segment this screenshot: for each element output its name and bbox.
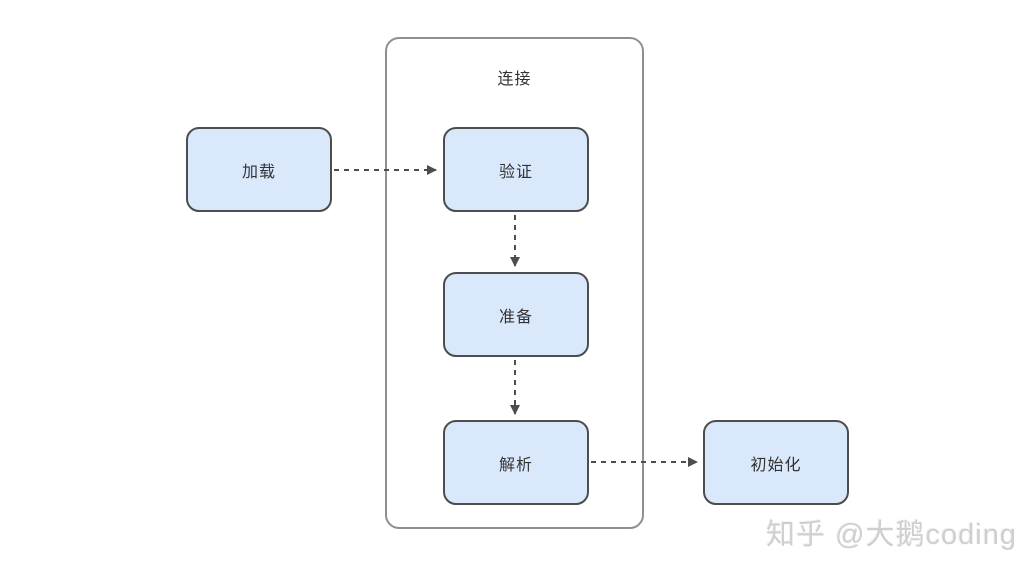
group-connect-title: 连接 bbox=[497, 71, 532, 88]
node-prepare: 准备 bbox=[443, 272, 589, 357]
node-load: 加载 bbox=[186, 127, 332, 212]
node-verify: 验证 bbox=[443, 127, 589, 212]
watermark: 知乎 @大鹅coding bbox=[766, 519, 1017, 551]
node-init: 初始化 bbox=[703, 420, 849, 505]
node-parse: 解析 bbox=[443, 420, 589, 505]
